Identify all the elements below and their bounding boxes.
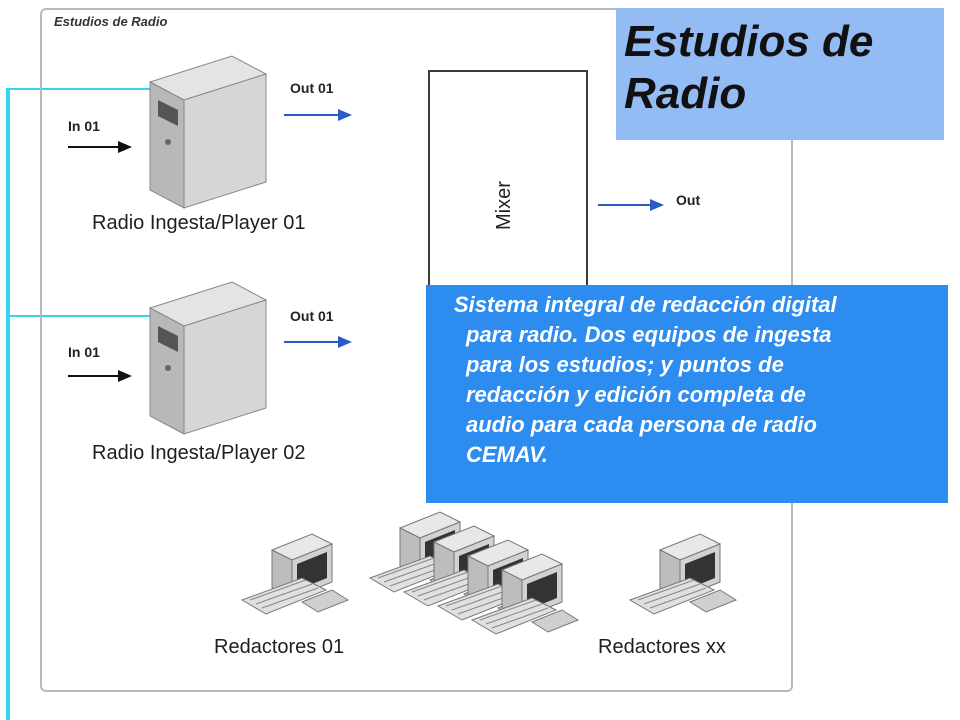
- description-line: CEMAV.: [466, 442, 548, 467]
- server-icon: [148, 55, 268, 209]
- workstation-xx-label: Redactores xx: [598, 636, 726, 658]
- description-line: redacción y edición completa de: [466, 382, 806, 407]
- player-01-in-label: In 01: [68, 118, 100, 134]
- player-02-out-label: Out 01: [290, 308, 334, 324]
- player-02-in-label: In 01: [68, 344, 100, 360]
- title-line: Estudios de: [624, 17, 874, 66]
- input-arrow-icon: [68, 141, 132, 153]
- player-01-out-label: Out 01: [290, 80, 334, 96]
- description-line: audio para cada persona de radio: [466, 412, 817, 437]
- workstation-icon: [629, 533, 737, 615]
- title-box: [616, 8, 944, 140]
- workstation-01-label: Redactores 01: [214, 636, 345, 658]
- player-01-label: Radio Ingesta/Player 01: [92, 212, 306, 234]
- mixer-out-label: Out: [676, 192, 701, 208]
- server-icon: [148, 281, 268, 435]
- output-arrow-icon: [284, 109, 352, 121]
- output-arrow-icon: [284, 336, 352, 348]
- input-arrow-icon: [68, 370, 132, 382]
- frame-label: Estudios de Radio: [54, 14, 168, 29]
- description-line: para los estudios; y puntos de: [466, 352, 784, 377]
- description-box: [426, 285, 948, 503]
- description-text: Sistema integral de redacción digital pa…: [454, 290, 934, 470]
- title-line: Radio: [624, 69, 747, 118]
- output-arrow-icon: [598, 199, 664, 211]
- description-line: para radio. Dos equipos de ingesta: [466, 322, 832, 347]
- description-line: Sistema integral de redacción digital: [454, 292, 837, 317]
- player-02-label: Radio Ingesta/Player 02: [92, 442, 306, 464]
- workstation-icon: [241, 533, 349, 615]
- slide-title: Estudios de Radio: [624, 16, 873, 120]
